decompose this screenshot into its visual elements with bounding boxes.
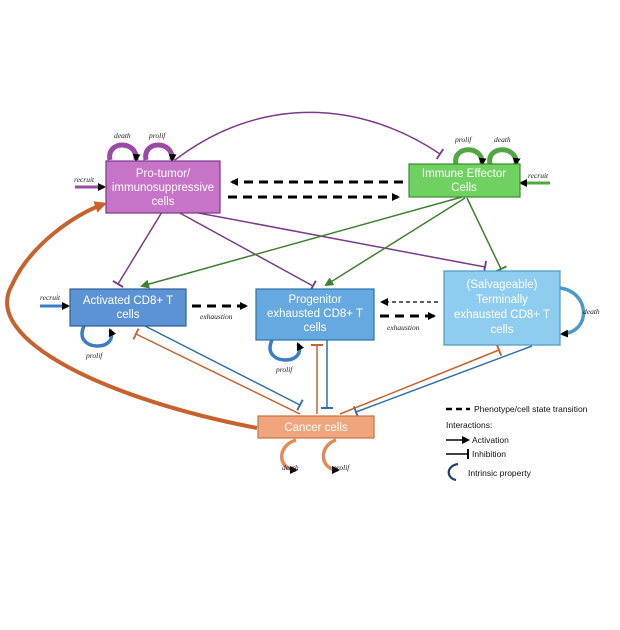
edge-activated-inhibits-cancer	[144, 325, 304, 411]
recruit-label-effector: recruit	[528, 171, 549, 180]
node-terminal: (Salvageable) Terminally exhausted CD8+ …	[443, 270, 561, 346]
protumor-prolif-label: prolif	[148, 131, 166, 140]
edge-terminal-inhibits-cancer	[352, 345, 533, 418]
edge-cancer-inhibits-terminal	[339, 344, 503, 415]
cancer-death-label: death	[282, 463, 299, 472]
legend-intrinsic-label: Intrinsic property	[468, 468, 532, 478]
terminal-death-label: death	[583, 307, 600, 316]
node-activated-cd8: Activated CD8+ T cells	[69, 288, 187, 327]
progenitor-line-1: Progenitor	[288, 294, 341, 306]
edge-cancer-activates-protumor	[5, 201, 258, 430]
recruit-label-activated: recruit	[40, 293, 61, 302]
progenitor-prolif-label: prolif	[275, 365, 293, 374]
node-immune-effector: Immune Effector Cells	[408, 163, 521, 198]
node-progenitor: Progenitor exhausted CD8+ T cells	[255, 288, 375, 341]
loop-terminal-death	[559, 286, 586, 338]
activated-prolif-label: prolif	[85, 351, 103, 360]
edge-cancer-inhibits-activated	[132, 328, 301, 415]
cancer-line-1: Cancer cells	[284, 422, 348, 434]
edge-protumor-inhibits-terminal	[187, 210, 488, 274]
loop-protumor-prolif	[143, 142, 177, 162]
node-pro-tumor: Pro-tumor/ immunosuppressive cells	[105, 160, 221, 214]
legend-inhibition-label: Inhibition	[472, 449, 506, 459]
edge-protumor-inhibits-progenitor	[177, 211, 317, 292]
effector-death-label: death	[494, 135, 511, 144]
effector-line-1: Immune Effector	[422, 168, 506, 180]
edge-protumor-inhibits-effector	[174, 111, 445, 161]
cancer-prolif-label: prolif	[332, 463, 350, 472]
edge-protumor-inhibits-activated	[112, 211, 163, 288]
terminal-line-2: Terminally	[476, 294, 528, 306]
progenitor-line-2: exhausted CD8+ T	[267, 308, 363, 320]
protumor-death-label: death	[114, 131, 131, 140]
pro-tumor-line-1: Pro-tumor/	[136, 168, 191, 180]
loop-cancer-prolif	[321, 438, 340, 474]
loop-effector-prolif	[453, 147, 487, 166]
loop-protumor-death	[107, 142, 141, 162]
legend-phenotype-label: Phenotype/cell state transition	[474, 404, 588, 414]
loop-cancer-death	[280, 438, 298, 474]
pro-tumor-line-3: cells	[151, 196, 174, 208]
loop-effector-death	[487, 147, 521, 166]
progenitor-line-3: cells	[303, 322, 326, 334]
terminal-line-1: (Salvageable)	[467, 279, 538, 291]
exhaustion-label-2: exhaustion	[387, 323, 420, 332]
activated-line-2: cells	[116, 309, 139, 321]
edge-effector-activates-activated	[140, 196, 463, 289]
pro-tumor-line-2: immunosuppressive	[112, 182, 214, 194]
legend-activation-label: Activation	[472, 435, 509, 445]
effector-prolif-label: prolif	[454, 135, 472, 144]
edge-effector-activates-progenitor	[324, 197, 466, 287]
terminal-line-3: exhausted CD8+ T	[454, 309, 550, 321]
loop-progenitor-prolif	[268, 339, 305, 362]
loop-activated-prolif	[80, 325, 117, 348]
node-cancer: Cancer cells	[257, 415, 375, 439]
legend: Phenotype/cell state transition Interact…	[446, 404, 588, 482]
recruit-label-protumor: recruit	[74, 175, 95, 184]
activated-line-1: Activated CD8+ T	[83, 295, 173, 307]
terminal-line-4: cells	[490, 324, 513, 336]
effector-line-2: Cells	[451, 182, 477, 194]
legend-intrinsic-icon	[447, 462, 459, 482]
legend-interactions-label: Interactions:	[446, 420, 492, 430]
exhaustion-label-1: exhaustion	[200, 312, 233, 321]
edge-effector-inhibits-terminal	[466, 197, 507, 273]
